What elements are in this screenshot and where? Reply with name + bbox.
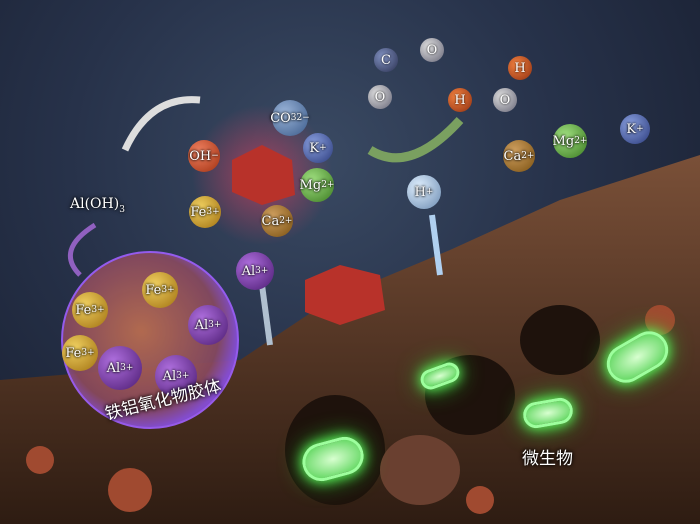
ion-label: Ca (261, 213, 280, 229)
formula: Al(OH) (70, 196, 120, 212)
ion-label: Fe (145, 282, 162, 298)
co2-atom-c: C (374, 48, 398, 72)
h2o-atom-h: H (448, 88, 472, 112)
h2o-atom-h: H (508, 56, 532, 80)
microbe-label: 微生物 (522, 449, 573, 469)
ion-charge: − (211, 151, 219, 161)
ion-label: Fe (190, 204, 207, 220)
ion-charge: 3+ (161, 285, 175, 295)
ion-charge: 3+ (81, 348, 95, 358)
ion-charge: 3+ (120, 363, 134, 373)
ion-label: Al (106, 360, 121, 376)
ion-charge: + (425, 187, 434, 197)
ion-label: K (309, 140, 320, 156)
ion-k: K+ (303, 133, 333, 163)
h2o-atom-o: O (493, 88, 517, 112)
ion-charge: 3+ (176, 371, 190, 381)
ion-charge: 3+ (208, 320, 222, 330)
ion-label: Fe (75, 302, 92, 318)
co2-atom-o: O (368, 85, 392, 109)
ion-label: Al (162, 368, 177, 384)
ion-charge: 3+ (255, 266, 269, 276)
ion-label: Al (241, 263, 256, 279)
ion-k-right: K+ (620, 114, 650, 144)
ion-label: OH (189, 148, 212, 164)
ion-charge: 2+ (321, 180, 335, 190)
ion-h: H+ (407, 175, 441, 209)
ion-charge: 3+ (206, 207, 220, 217)
ion-label: K (626, 121, 637, 137)
ion-label: Fe (65, 345, 82, 361)
ion-label: H (414, 184, 426, 200)
ion-label: CO (270, 110, 291, 126)
ion-label: Ca (503, 148, 522, 164)
co2-atom-o: O (420, 38, 444, 62)
ion-charge: 3+ (91, 305, 105, 315)
ion-charge: + (319, 143, 327, 153)
ion-subscript: 3 (290, 113, 297, 123)
ion-charge: + (636, 124, 644, 134)
ion-label: Al (194, 317, 209, 333)
ion-label: Mg (552, 133, 575, 149)
formula-subscript: 3 (119, 204, 125, 215)
ion-label: Mg (299, 177, 322, 193)
ion-charge: 2− (296, 113, 310, 123)
ion-charge: 2+ (279, 216, 293, 226)
al-oh3-label: Al(OH)3 (70, 196, 125, 215)
ion-oh: OH− (188, 140, 220, 172)
ion-charge: 2+ (574, 136, 588, 146)
ion-charge: 2+ (521, 151, 535, 161)
